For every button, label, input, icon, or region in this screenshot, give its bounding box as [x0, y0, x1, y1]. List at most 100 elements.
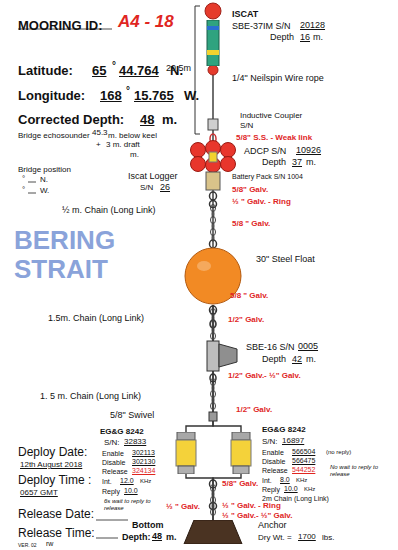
annotation: 1/2" Galv.	[236, 406, 272, 415]
annotation: °	[22, 175, 25, 184]
sbe16-fin	[219, 344, 237, 367]
annotation: W.	[40, 187, 49, 196]
annotation: Deploy Date:	[18, 446, 87, 459]
instrument-body	[207, 20, 219, 66]
annotation: 5/8" Galv.	[232, 186, 268, 195]
acoustic-release: EG&G 8242	[227, 432, 255, 474]
annotation: 6s wait to reply to release	[104, 498, 158, 511]
annotation: Dry Wt. =	[258, 534, 292, 543]
annotation: 12th August 2018	[20, 461, 82, 470]
annotation: Battery Pack S/N 1004	[232, 173, 303, 181]
iscat-logger	[206, 172, 220, 190]
anchor-weight-outline	[182, 520, 244, 544]
float-ball	[191, 157, 206, 172]
swivel	[209, 412, 217, 421]
annotation: 0005	[298, 342, 318, 352]
annotation: 168	[100, 89, 122, 103]
annotation: m. below keel	[108, 132, 157, 141]
annotation: Depth	[270, 33, 294, 43]
annotation: SBE-37IM S/N	[232, 22, 291, 32]
float-highlight	[197, 261, 211, 271]
annotation: 20.5m	[166, 64, 191, 74]
annotation: ADCP S/N	[244, 147, 286, 157]
adcp-head	[209, 152, 217, 162]
annotation: Bottom	[132, 521, 164, 531]
annotation: 45.3	[92, 129, 108, 138]
annotation: Reply	[262, 486, 280, 494]
annotation: VER. 02	[18, 543, 37, 549]
annotation: Reply	[102, 488, 120, 496]
annotation: 5/8 " Galv.	[230, 292, 268, 301]
component-label: 30" Steel Float	[256, 255, 315, 265]
annotation: 566475	[292, 457, 315, 465]
top-buoy-ball	[205, 3, 221, 19]
annotation: ½ m. Chain (Long Link)	[62, 206, 156, 216]
annotation: Depth:	[122, 533, 151, 543]
annotation: Int.	[262, 477, 272, 485]
annotation: ½ " Galv. - Ring	[222, 502, 281, 511]
annotation: SBE-16 S/N	[246, 343, 295, 353]
component-label: ISCAT	[232, 10, 258, 20]
annotation: 1/2" Galv.- ½" Galv.	[228, 372, 301, 381]
annotation: S/N	[140, 184, 153, 193]
annotation: +	[96, 141, 101, 150]
annotation: 1700	[298, 533, 316, 542]
annotation: 10926	[296, 146, 321, 156]
watermark: BERING STRAIT	[14, 226, 164, 283]
annotation: m.	[306, 355, 316, 365]
annotation: lbs.	[322, 534, 334, 543]
component-label: Anchor	[258, 521, 287, 531]
annotation: 544252	[292, 466, 315, 474]
annotation: N.	[40, 176, 48, 185]
sbe16-instrument	[207, 341, 237, 371]
float-ball	[191, 143, 206, 158]
annotation: ½ " Galv. - Ring	[232, 198, 291, 207]
annotation: Depth	[262, 355, 286, 365]
annotation: Release Time:	[18, 527, 95, 540]
iscat-instrument: ISCAT	[204, 20, 222, 66]
annotation: KHz	[140, 478, 151, 485]
annotation: 1. 5 m. Chain (Long Link)	[40, 392, 141, 402]
acoustic-release: EG&G 8242	[172, 432, 200, 474]
annotation: 5/8" Galv.	[222, 480, 258, 489]
annotation: 10.0	[284, 485, 298, 493]
release-body	[176, 440, 196, 466]
instrument-band	[207, 26, 219, 30]
annotation: 44.764	[119, 64, 159, 78]
annotation: 1/4" Neilspin Wire rope	[232, 74, 324, 84]
annotation: 20128	[300, 21, 325, 31]
float-ball	[221, 143, 236, 158]
length-bracket	[195, 6, 200, 134]
mooring-line	[186, 474, 213, 520]
annotation: 566504	[292, 448, 315, 456]
annotation: 302113	[132, 449, 155, 457]
sbe16-body	[207, 341, 219, 371]
release-body	[231, 440, 251, 466]
annotation: 65	[92, 64, 106, 78]
annotation: 15.765	[134, 89, 174, 103]
chain-link	[211, 403, 216, 410]
annotation: m.	[313, 33, 323, 43]
annotation: °	[22, 186, 25, 195]
annotation: S/N:	[262, 438, 278, 447]
annotation: S/N	[240, 122, 253, 131]
bottom-ball	[208, 65, 218, 75]
annotation: 48	[140, 113, 154, 127]
annotation: 324134	[132, 467, 155, 475]
adcp-floats	[191, 141, 236, 173]
annotation: Bridge echosounder	[18, 132, 90, 141]
annotation: Latitude:	[18, 64, 73, 78]
annotation: rw	[46, 540, 53, 548]
annotation: 12.0	[120, 477, 134, 485]
annotation: Release Date:	[18, 508, 94, 521]
annotation: Enable	[102, 450, 124, 458]
annotation: 5/8" Swivel	[110, 411, 154, 421]
anchor-shape	[184, 520, 242, 544]
annotation: 5/8" S.S. - Weak link	[236, 134, 312, 143]
annotation: m.	[166, 533, 177, 543]
annotation: Iscat Logger	[128, 172, 178, 182]
annotation: Enable	[262, 449, 284, 457]
annotation: Int.	[102, 478, 112, 486]
annotation: MOORING ID:	[18, 19, 103, 33]
annotation: KHz	[304, 486, 315, 493]
